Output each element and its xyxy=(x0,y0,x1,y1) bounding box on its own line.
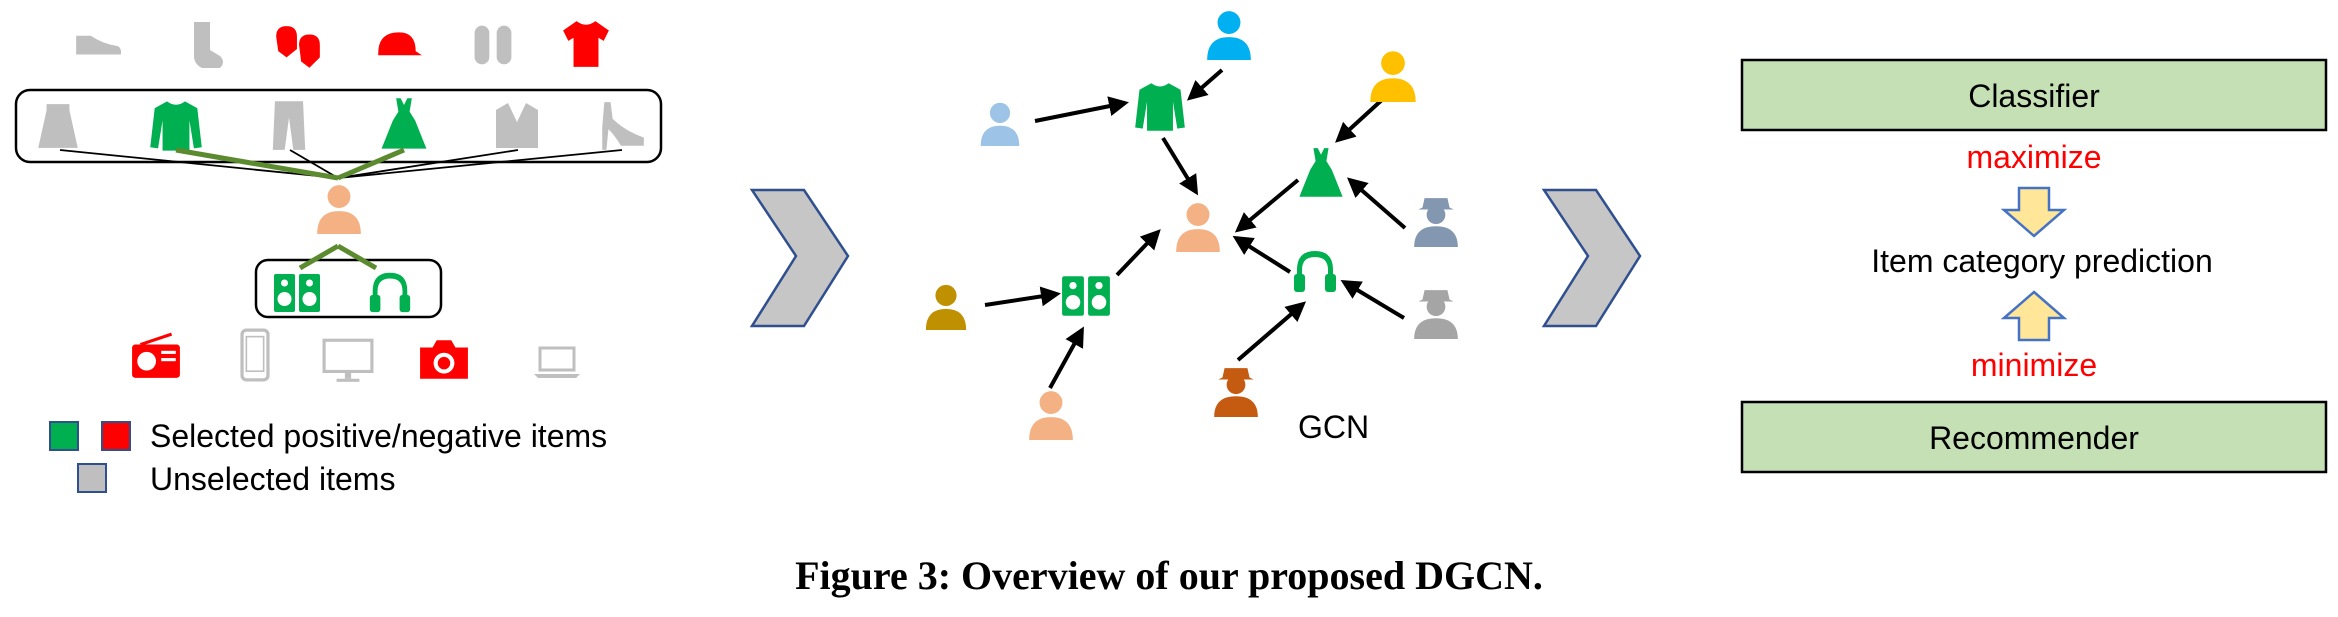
user-node-gold xyxy=(925,284,967,330)
legend-unselected-swatch xyxy=(77,463,107,493)
camera-icon xyxy=(420,340,468,379)
gcn-graph: GCN xyxy=(925,11,1458,445)
headphones-icon xyxy=(369,272,411,313)
shoe-icon xyxy=(76,35,122,55)
minimize-label: minimize xyxy=(1971,347,2097,383)
dress-icon xyxy=(381,98,427,149)
sweater-icon xyxy=(150,101,202,151)
classifier-box xyxy=(1740,58,2328,132)
clothing-links xyxy=(59,147,623,181)
suit-icon xyxy=(496,103,538,148)
legend-positive-swatch xyxy=(49,421,79,451)
user-node-yellow xyxy=(1370,51,1416,102)
recommender-box xyxy=(1740,400,2328,474)
legend-negative-swatch xyxy=(101,421,131,451)
tshirt-icon xyxy=(563,21,609,67)
dress-node-icon xyxy=(1299,148,1343,197)
left-panel: Selected positive/negative items Unselec… xyxy=(14,21,663,497)
speakers-icon xyxy=(274,274,320,312)
user-node-blue xyxy=(1207,11,1251,60)
up-arrow xyxy=(2000,290,2068,342)
electronics-items-box xyxy=(254,258,443,319)
center-user-icon xyxy=(317,185,361,234)
pants-icon xyxy=(272,101,306,150)
heel-icon xyxy=(602,102,644,150)
gloves-icon xyxy=(276,26,320,68)
user-node-lightblue xyxy=(980,102,1020,146)
clothing-items-box xyxy=(14,88,663,164)
slippers-icon xyxy=(474,25,512,65)
user-node-brown xyxy=(1214,368,1258,417)
gcn-label: GCN xyxy=(1298,409,1369,445)
user-node-slate xyxy=(1414,198,1458,247)
down-arrow xyxy=(2000,186,2068,238)
sweater-node-icon xyxy=(1135,83,1185,131)
cap-icon xyxy=(378,32,422,56)
prediction-label: Item category prediction xyxy=(1871,243,2213,279)
sock-icon xyxy=(194,22,223,68)
monitor-icon xyxy=(322,338,374,384)
chevron-arrow-2 xyxy=(1541,188,1642,328)
legend-selected-label: Selected positive/negative items xyxy=(150,418,607,454)
chevron-arrow-1 xyxy=(749,188,850,328)
legend-unselected-label: Unselected items xyxy=(150,461,395,497)
user-node-peach xyxy=(1029,391,1073,440)
classifier-label: Classifier xyxy=(1968,78,2100,114)
right-panel: Classifier maximize Item category predic… xyxy=(1740,58,2328,474)
target-user-node xyxy=(1176,203,1220,252)
headphones-node-icon xyxy=(1294,251,1336,292)
maximize-label: maximize xyxy=(1966,139,2101,175)
recommender-label: Recommender xyxy=(1929,420,2139,456)
skirt-icon xyxy=(38,104,78,148)
laptop-icon xyxy=(532,346,582,380)
user-node-gray xyxy=(1414,290,1458,339)
speakers-node-icon xyxy=(1062,276,1110,316)
phone-icon xyxy=(240,328,270,382)
legend: Selected positive/negative items Unselec… xyxy=(49,418,607,497)
radio-icon xyxy=(130,332,182,380)
figure-caption: Figure 3: Overview of our proposed DGCN. xyxy=(795,553,1543,598)
